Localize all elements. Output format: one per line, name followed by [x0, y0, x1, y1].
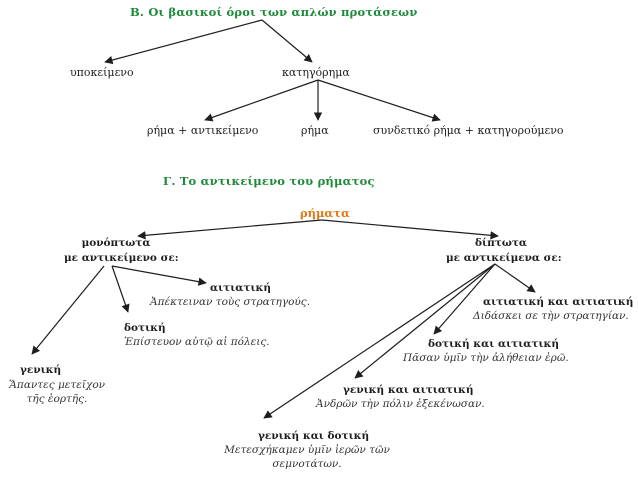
mono-genitive-example: Ἅπαντες μετεῖχον τῆς ἑορτῆς.: [4, 378, 110, 406]
arrow-to-mono-genitive: [31, 265, 105, 355]
section-c-heading: Γ. Το αντικείμενο του ρήματος: [163, 174, 375, 188]
arrow-to-mono-accusative: [111, 265, 207, 286]
mono-accusative-example: Ἀπέκτειναν τοὺς στρατηγούς.: [150, 296, 311, 308]
arrow-to-predicate: [261, 19, 313, 63]
section-b-heading: Β. Οι βασικοί όροι των απλών προτάσεων: [130, 5, 418, 19]
arrow-to-mono-dative: [111, 265, 130, 313]
arrow-to-diptota: [321, 219, 499, 240]
mono-genitive-example-line-2: τῆς ἑορτῆς.: [26, 393, 88, 405]
monoptota-node: μονόπτωτα με αντικείμενο σε:: [64, 236, 179, 266]
monoptota-subtitle: με αντικείμενο σε:: [64, 252, 179, 264]
di-acc-acc-case: αιτιατική και αιτιατική: [483, 296, 634, 308]
arrow-to-verb-object: [204, 79, 319, 122]
arrow-to-di-gen-dat: [263, 263, 496, 419]
subject-term: υποκείμενο: [70, 66, 134, 79]
mono-dative-example: Ἐπίστευον αὐτῷ αἱ πόλεις.: [124, 336, 270, 348]
mono-dative-case: δοτική: [124, 322, 166, 334]
diptota-title: δίπτωτα: [475, 237, 527, 249]
arrow-to-subject: [104, 19, 263, 65]
di-gen-dat-example-line-2: σεμνοτάτων.: [272, 458, 342, 470]
di-gen-dat-example: Μετεσχήκαμεν ὑμῖν ἱερῶν τῶν σεμνοτάτων.: [214, 443, 400, 471]
predicate-term: κατηγόρημα: [282, 66, 350, 79]
diptota-node: δίπτωτα με αντικείμενα σε:: [446, 236, 562, 266]
verb-object-term: ρήμα + αντικείμενο: [147, 124, 259, 137]
monoptota-title: μονόπτωτα: [81, 237, 151, 249]
copula-term: συνδετικό ρήμα + κατηγορούμενο: [373, 124, 564, 137]
diptota-subtitle: με αντικείμενα σε:: [446, 252, 562, 264]
di-acc-acc-example: Διδάσκει σε τὴν στρατηγίαν.: [473, 310, 629, 322]
di-gen-acc-example: Ἀνδρῶν τὴν πόλιν ἐξεκένωσαν.: [316, 398, 485, 410]
di-gen-dat-example-line-1: Μετεσχήκαμεν ὑμῖν ἱερῶν τῶν: [224, 444, 390, 456]
di-gen-acc-case: γενική και αιτιατική: [343, 384, 474, 396]
arrow-to-di-gen-acc: [354, 263, 496, 379]
di-dat-acc-example: Πᾶσαν ὑμῖν τὴν ἀλήθειαν ἐρῶ.: [403, 352, 569, 364]
arrow-to-monoptota: [137, 219, 323, 240]
verb-term: ρήμα: [301, 124, 329, 137]
arrow-to-copula: [317, 79, 441, 122]
mono-genitive-case: γενική: [20, 364, 62, 376]
mono-accusative-case: αιτιατική: [210, 282, 272, 294]
di-gen-dat-case: γενική και δοτική: [258, 430, 370, 442]
arrow-to-di-dat-acc: [433, 263, 496, 335]
mono-genitive-example-line-1: Ἅπαντες μετεῖχον: [8, 379, 106, 391]
arrow-to-di-acc-acc: [494, 263, 536, 293]
di-dat-acc-case: δοτική και αιτιατική: [428, 338, 560, 350]
root-verbs: ρήματα: [300, 206, 350, 220]
